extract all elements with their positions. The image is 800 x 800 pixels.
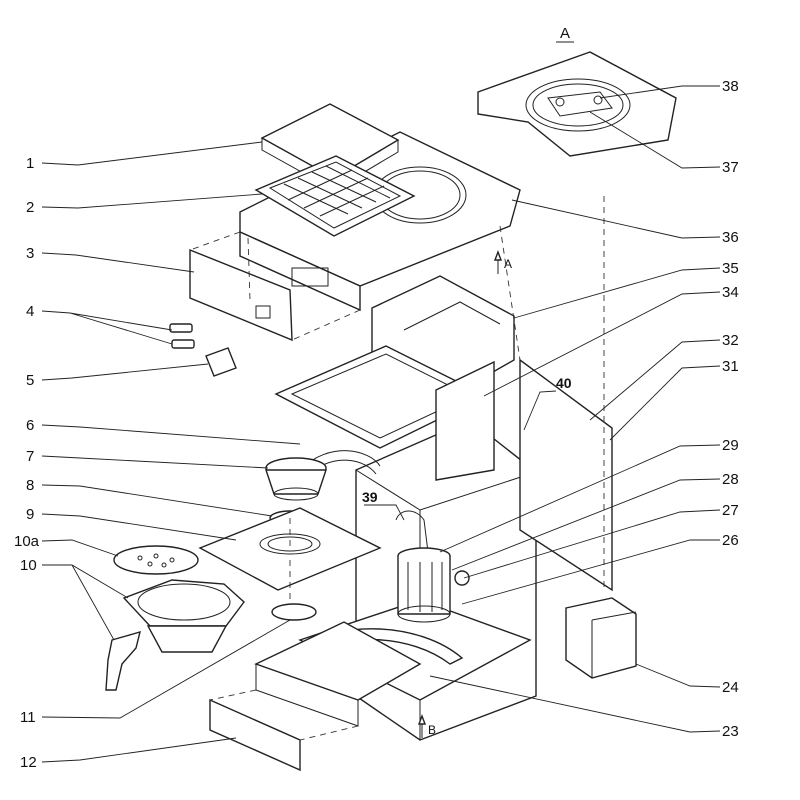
label-part-8: 8 — [26, 477, 34, 494]
label-part-24: 24 — [722, 679, 739, 696]
label-part-26: 26 — [722, 532, 739, 549]
label-part-4: 4 — [26, 303, 34, 320]
direction-arrow-b: B — [417, 714, 436, 738]
label-part-11: 11 — [20, 709, 36, 726]
svg-text:A: A — [504, 257, 512, 271]
label-part-2: 2 — [26, 199, 34, 216]
label-part-10: 10 — [20, 557, 37, 574]
leader-lines — [41, 85, 721, 763]
label-part-3: 3 — [26, 245, 34, 262]
view-a-title: A — [560, 25, 570, 42]
part-labels: 1 2 3 4 5 6 7 8 9 10a 10 11 12 23 24 26 … — [14, 78, 739, 771]
label-part-27: 27 — [722, 502, 739, 519]
label-part-12: 12 — [20, 754, 37, 771]
label-part-40: 40 — [556, 375, 572, 391]
label-part-7: 7 — [26, 448, 34, 465]
label-part-35: 35 — [722, 260, 739, 277]
label-part-36: 36 — [722, 229, 739, 246]
label-part-38: 38 — [722, 78, 739, 95]
part-brew-basket — [105, 579, 245, 691]
part-funnel — [265, 457, 327, 501]
part-side-cover — [565, 597, 637, 679]
part-filter-grid — [254, 155, 416, 237]
part-tube — [395, 510, 429, 553]
part-clamp — [271, 603, 317, 621]
label-part-32: 32 — [722, 332, 739, 349]
label-part-1: 1 — [26, 155, 34, 172]
label-part-37: 37 — [722, 159, 739, 176]
label-part-31: 31 — [722, 358, 739, 375]
part-switch — [205, 347, 237, 377]
label-part-28: 28 — [722, 471, 739, 488]
label-part-29: 29 — [722, 437, 739, 454]
part-base-tray — [209, 621, 422, 772]
part-sieve — [113, 545, 199, 575]
part-screws — [169, 323, 195, 349]
svg-text:B: B — [428, 723, 436, 737]
label-part-9: 9 — [26, 506, 34, 523]
detail-view-a: A — [477, 25, 677, 157]
direction-arrow-a: A — [493, 250, 512, 274]
label-part-10a: 10a — [14, 533, 40, 550]
label-part-23: 23 — [722, 723, 739, 740]
part-heater-assembly — [397, 547, 470, 623]
label-part-6: 6 — [26, 417, 34, 434]
label-part-39: 39 — [362, 489, 378, 505]
label-part-5: 5 — [26, 372, 34, 389]
label-part-34: 34 — [722, 284, 739, 301]
